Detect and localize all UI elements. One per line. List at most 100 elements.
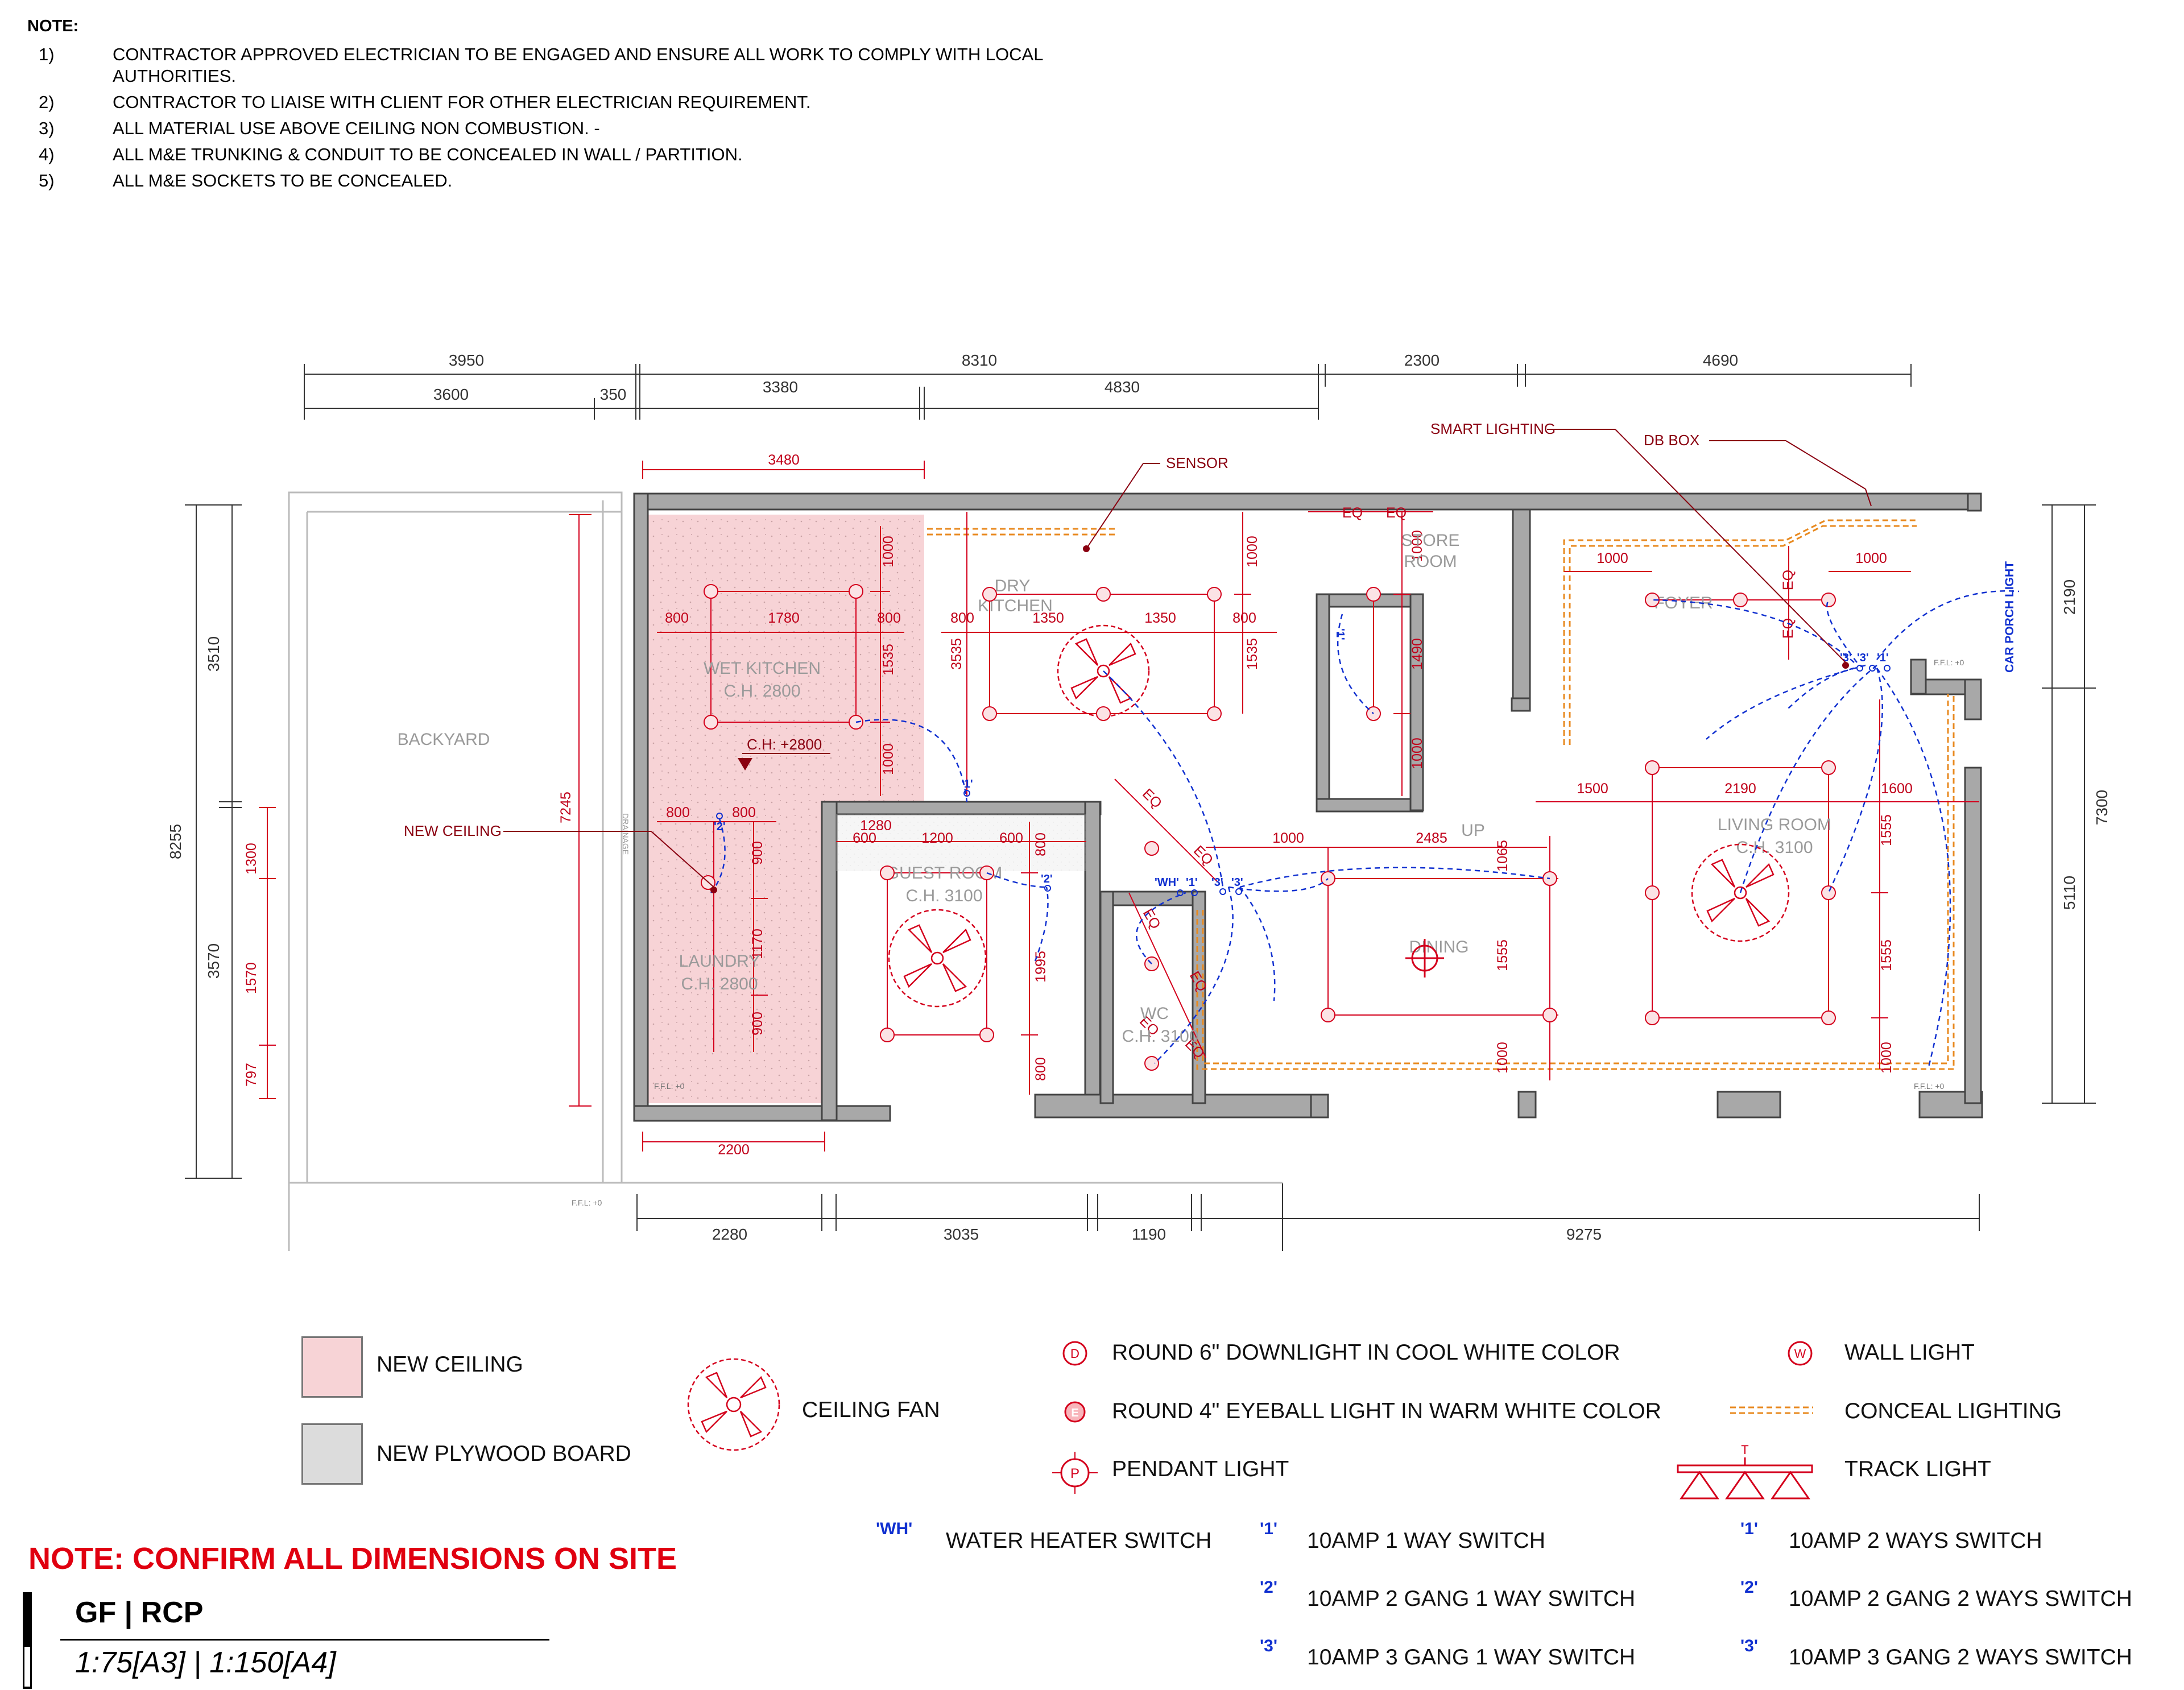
legend-label-sw1-1way: 10AMP 1 WAY SWITCH <box>1307 1529 1545 1553</box>
dim-right-5110: 5110 <box>2061 876 2078 910</box>
dim-kitchen-3480: 3480 <box>768 452 800 468</box>
eq-labels: EQ EQ EQ EQ EQ EQ EQ EQ EQ EQ <box>1136 505 1796 1062</box>
switch-wh: 'WH' <box>1155 876 1179 889</box>
legend-label-sw2-2way: 10AMP 2 GANG 2 WAYS SWITCH <box>1789 1587 2132 1611</box>
dim-guest-800a: 800 <box>1033 832 1049 856</box>
dim-backyard-7245: 7245 <box>558 792 574 823</box>
room-ch-wc: C.H. 3100 <box>1122 1027 1198 1046</box>
ceiling-fan-icon[interactable] <box>888 909 987 1008</box>
svg-text:EQ: EQ <box>1190 843 1216 868</box>
legend-label-eyeball: ROUND 4" EYEBALL LIGHT IN WARM WHITE COL… <box>1112 1399 1661 1423</box>
dim-left-797: 797 <box>243 1063 259 1087</box>
dim-laundry-1170: 1170 <box>750 929 766 959</box>
dim-top-2300: 2300 <box>1404 351 1440 369</box>
ffl-label-porch: F.F.L: +0 <box>1934 658 1964 667</box>
downlight-icon <box>880 1028 895 1042</box>
dim-dry-1350b: 1350 <box>1144 610 1176 626</box>
dim-kitchen-1000b: 1000 <box>880 743 896 775</box>
dim-guest-1280: 1280 <box>860 818 892 834</box>
dim-left-1300: 1300 <box>243 843 259 875</box>
dim-living-1500: 1500 <box>1577 781 1608 797</box>
dim-right-2190: 2190 <box>2061 579 2078 615</box>
switch-1-wc: '1' <box>1186 876 1198 889</box>
note-item: 2) CONTRACTOR TO LIAISE WITH CLIENT FOR … <box>39 92 811 112</box>
room-label-living: LIVING ROOM <box>1718 815 1831 834</box>
downlight-icon <box>1821 593 1836 607</box>
switch-tags[interactable]: '1' '2' '2' 'WH' '1' '3' '3' '1' '3' '3'… <box>714 628 1891 896</box>
legend-conceal-lighting-icon <box>1730 1406 1813 1414</box>
ffl-label-living: F.F.L: +0 <box>1914 1082 1945 1091</box>
svg-text:EQ: EQ <box>1386 505 1407 521</box>
dim-top-4690: 4690 <box>1703 351 1738 369</box>
top-dimension-chain <box>304 364 1912 420</box>
legend-track-light-icon: T <box>1677 1443 1813 1500</box>
downlight-icon <box>1207 706 1222 721</box>
legend-switch-3-2way-icon: '3' <box>1740 1637 1758 1655</box>
svg-text:W: W <box>1794 1347 1806 1361</box>
room-ch-laundry: C.H. 2800 <box>681 975 758 993</box>
dim-left-1570: 1570 <box>243 962 259 994</box>
legend-pendant-icon: P <box>1052 1452 1098 1494</box>
bottom-dimension-chain <box>636 1183 1980 1251</box>
svg-text:E: E <box>1071 1407 1078 1419</box>
ceiling-fan-icon[interactable] <box>1691 843 1790 942</box>
smart-lighting-marker <box>1842 662 1849 669</box>
dim-kitchen-1535: 1535 <box>880 644 896 676</box>
dim-living-1600: 1600 <box>1881 781 1913 797</box>
room-label-store: STORE <box>1401 531 1460 550</box>
downlight-icon <box>1645 1010 1660 1025</box>
dim-dry-1000: 1000 <box>1244 536 1260 568</box>
downlight-icon <box>1645 593 1660 607</box>
dim-guest-1995: 1995 <box>1033 951 1049 983</box>
dim-bottom-1190: 1190 <box>1132 1225 1166 1243</box>
dim-dining-1000: 1000 <box>1495 1042 1511 1074</box>
downlight-icon <box>1144 841 1159 856</box>
ceiling-fan-icon[interactable] <box>1057 624 1150 718</box>
room-label-laundry: LAUNDRY <box>679 952 760 971</box>
legend-switch-2-2way-icon: '2' <box>1740 1578 1758 1597</box>
downlight-icon <box>1821 760 1836 775</box>
legend-switch-3-icon: '3' <box>1260 1637 1277 1655</box>
legend-ceiling-fan-icon <box>687 1358 780 1451</box>
room-ch-guest-room: C.H. 3100 <box>905 887 982 905</box>
left-inner-red-chain <box>259 807 276 1099</box>
legend-wh-switch-icon: 'WH' <box>876 1519 913 1538</box>
label-sensor: SENSOR <box>1166 454 1228 471</box>
dim-laundry-900b: 900 <box>750 1012 766 1035</box>
dim-dining-1000: 1000 <box>1272 830 1304 846</box>
svg-text:EQ: EQ <box>1186 968 1210 994</box>
downlights[interactable] <box>701 584 1836 1071</box>
legend-wall-light-icon: W <box>1788 1341 1813 1366</box>
dim-kitchen-1000a: 1000 <box>880 536 896 568</box>
downlight-icon <box>982 587 997 602</box>
downlight-icon <box>979 1028 994 1042</box>
legend-label-conceal: CONCEAL LIGHTING <box>1844 1399 2062 1423</box>
ffl-label-laundry: F.F.L: +0 <box>654 1082 685 1091</box>
dim-left-3570: 3570 <box>205 943 222 979</box>
legend-label-sw3-2way: 10AMP 3 GANG 2 WAYS SWITCH <box>1789 1645 2132 1670</box>
pendant-light-icon[interactable] <box>1405 939 1444 977</box>
dim-kitchen-1780: 1780 <box>768 610 800 626</box>
dim-top-350: 350 <box>600 386 627 403</box>
legend-label-wall-light: WALL LIGHT <box>1844 1340 1975 1365</box>
switch-3-dining-2: '3' <box>1231 876 1243 889</box>
dim-left-8255: 8255 <box>167 824 184 859</box>
dim-store-1000b: 1000 <box>1409 738 1425 769</box>
legend-swatch-new-ceiling <box>301 1336 363 1398</box>
downlight-icon <box>704 584 718 599</box>
dim-left-3510: 3510 <box>205 636 222 672</box>
notes-heading: NOTE: <box>27 17 79 35</box>
switch-1-foyer: '1' <box>1877 652 1889 664</box>
legend-label-downlight: ROUND 6" DOWNLIGHT IN COOL WHITE COLOR <box>1112 1340 1620 1365</box>
label-db-box: DB BOX <box>1644 432 1699 449</box>
dim-store-1000a: 1000 <box>1409 530 1425 562</box>
dim-top-4830: 4830 <box>1105 378 1140 396</box>
room-label-wet-kitchen: WET KITCHEN <box>704 659 821 678</box>
dim-guest-600b: 600 <box>999 830 1023 846</box>
svg-text:P: P <box>1070 1466 1079 1481</box>
plywood-fill <box>836 814 1086 871</box>
dim-dry-800a: 800 <box>950 610 974 626</box>
downlight-icon <box>1542 1008 1557 1022</box>
dim-guest-1200: 1200 <box>921 830 953 846</box>
